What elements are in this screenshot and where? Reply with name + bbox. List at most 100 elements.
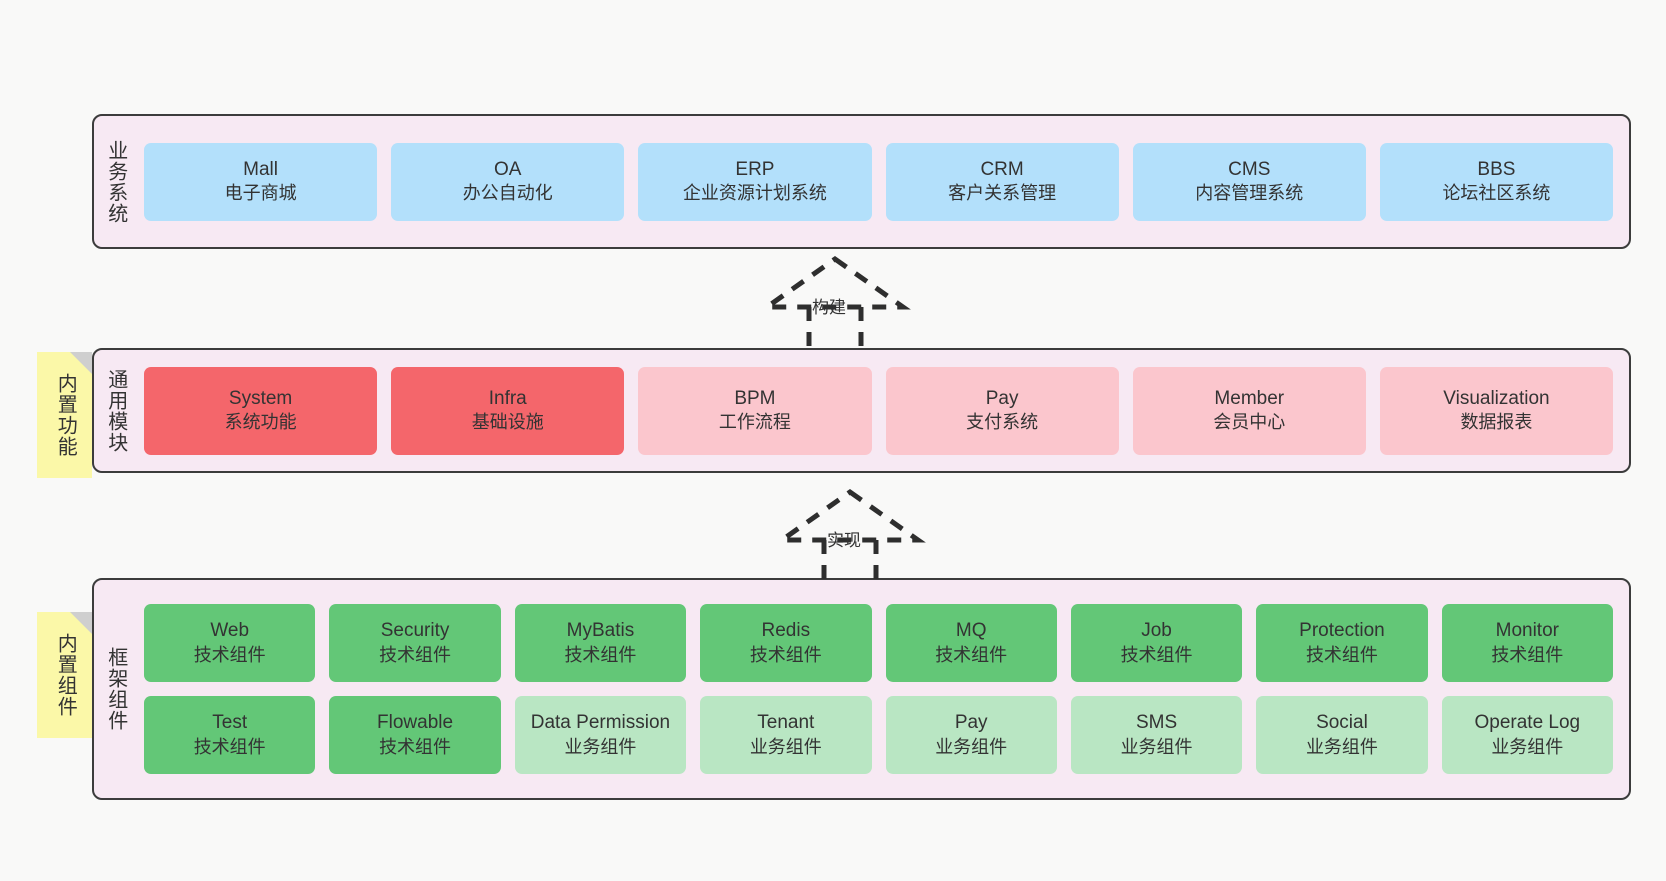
- node-title-en: Tenant: [757, 712, 815, 734]
- node-erp[interactable]: ERP 企业资源计划系统: [638, 142, 872, 221]
- node-subtitle-cn: 内容管理系统: [1195, 183, 1304, 204]
- build-arrow-label: 构建: [812, 298, 846, 317]
- node-subtitle-cn: 技术组件: [379, 736, 452, 757]
- node-title-en: Flowable: [377, 712, 454, 734]
- node-title-en: MyBatis: [566, 620, 635, 642]
- node-subtitle-cn: 工作流程: [718, 412, 791, 433]
- node-subtitle-cn: 技术组件: [935, 644, 1008, 665]
- node-pay[interactable]: Pay 支付系统: [885, 366, 1119, 455]
- node-subtitle-cn: 业务组件: [749, 736, 822, 757]
- node-title-en: Job: [1141, 620, 1172, 642]
- node-title-en: Security: [380, 620, 450, 642]
- node-title-en: MQ: [955, 620, 987, 642]
- node-subtitle-cn: 系统功能: [224, 412, 297, 433]
- node-subtitle-cn: 电子商城: [224, 183, 297, 204]
- node-subtitle-cn: 基础设施: [471, 412, 544, 433]
- node-subtitle-cn: 业务组件: [1305, 736, 1378, 757]
- builtin-component-note-label: 内置组件: [54, 633, 77, 717]
- node-title-en: Mall: [243, 158, 278, 180]
- node-title-en: CMS: [1228, 158, 1271, 180]
- node-subtitle-cn: 业务组件: [564, 736, 637, 757]
- node-title-en: Infra: [488, 387, 527, 409]
- node-oa[interactable]: OA 办公自动化: [391, 142, 625, 221]
- build-arrow-svg: [759, 255, 911, 355]
- node-title-en: Pay: [985, 387, 1019, 409]
- node-subtitle-cn: 技术组件: [1305, 644, 1378, 665]
- node-subtitle-cn: 办公自动化: [462, 183, 553, 204]
- node-subtitle-cn: 技术组件: [193, 736, 266, 757]
- node-title-en: Protection: [1299, 620, 1385, 642]
- general-module-layer-title: 通用模块: [104, 368, 127, 453]
- node-subtitle-cn: 业务组件: [1491, 736, 1564, 757]
- node-title-en: CRM: [980, 158, 1024, 180]
- node-mall[interactable]: Mall 电子商城: [144, 142, 378, 221]
- note-fold-icon: [70, 612, 92, 634]
- business-system-layer-title: 业务系统: [104, 139, 127, 224]
- node-subtitle-cn: 技术组件: [749, 644, 822, 665]
- node-subtitle-cn: 数据报表: [1460, 412, 1533, 433]
- node-title-en: Member: [1214, 387, 1285, 409]
- node-subtitle-cn: 客户关系管理: [948, 183, 1057, 204]
- node-title-en: Social: [1316, 712, 1368, 734]
- implement-arrow-svg: [774, 488, 926, 588]
- business-system-layer: 业务系统 Mall 电子商城 OA 办公自动化 ERP 企业资源计划系统 CRM 客户关系管理…: [92, 114, 1631, 249]
- node-title-en: Test: [212, 712, 248, 734]
- node-title-en: ERP: [735, 158, 775, 180]
- builtin-component-note: 内置组件: [37, 612, 92, 738]
- node-title-en: Operate Log: [1474, 712, 1581, 734]
- node-title-en: Pay: [954, 712, 988, 734]
- node-subtitle-cn: 论坛社区系统: [1442, 183, 1551, 204]
- node-title-en: Web: [210, 620, 250, 642]
- node-subtitle-cn: 企业资源计划系统: [682, 183, 827, 204]
- node-subtitle-cn: 技术组件: [564, 644, 637, 665]
- build-relation-arrow: [755, 255, 915, 355]
- node-infra[interactable]: Infra 基础设施: [391, 366, 625, 455]
- node-title-en: BPM: [734, 387, 776, 409]
- node-cms[interactable]: CMS 内容管理系统: [1132, 142, 1366, 221]
- implement-arrow-label: 实现: [827, 531, 861, 550]
- node-subtitle-cn: 业务组件: [935, 736, 1008, 757]
- node-subtitle-cn: 技术组件: [1491, 644, 1564, 665]
- implement-relation-arrow: [770, 488, 930, 588]
- node-title-en: SMS: [1135, 712, 1178, 734]
- builtin-feature-note: 内置功能: [37, 352, 92, 478]
- node-subtitle-cn: 业务组件: [1120, 736, 1193, 757]
- node-subtitle-cn: 技术组件: [1120, 644, 1193, 665]
- node-subtitle-cn: 支付系统: [966, 412, 1039, 433]
- node-title-en: OA: [494, 158, 522, 180]
- node-crm[interactable]: CRM 客户关系管理: [885, 142, 1119, 221]
- framework-component-layer-title: 框架组件: [104, 647, 127, 731]
- node-visualization[interactable]: Visualization 数据报表: [1379, 366, 1614, 455]
- node-title-en: Data Permission: [530, 712, 671, 734]
- business-system-node-list: Mall 电子商城 OA 办公自动化 ERP 企业资源计划系统 CRM 客户关系管理 CMS 内容…: [136, 116, 1629, 247]
- node-title-en: Visualization: [1443, 387, 1550, 409]
- note-fold-icon: [70, 352, 92, 374]
- node-bpm[interactable]: BPM 工作流程: [638, 366, 872, 455]
